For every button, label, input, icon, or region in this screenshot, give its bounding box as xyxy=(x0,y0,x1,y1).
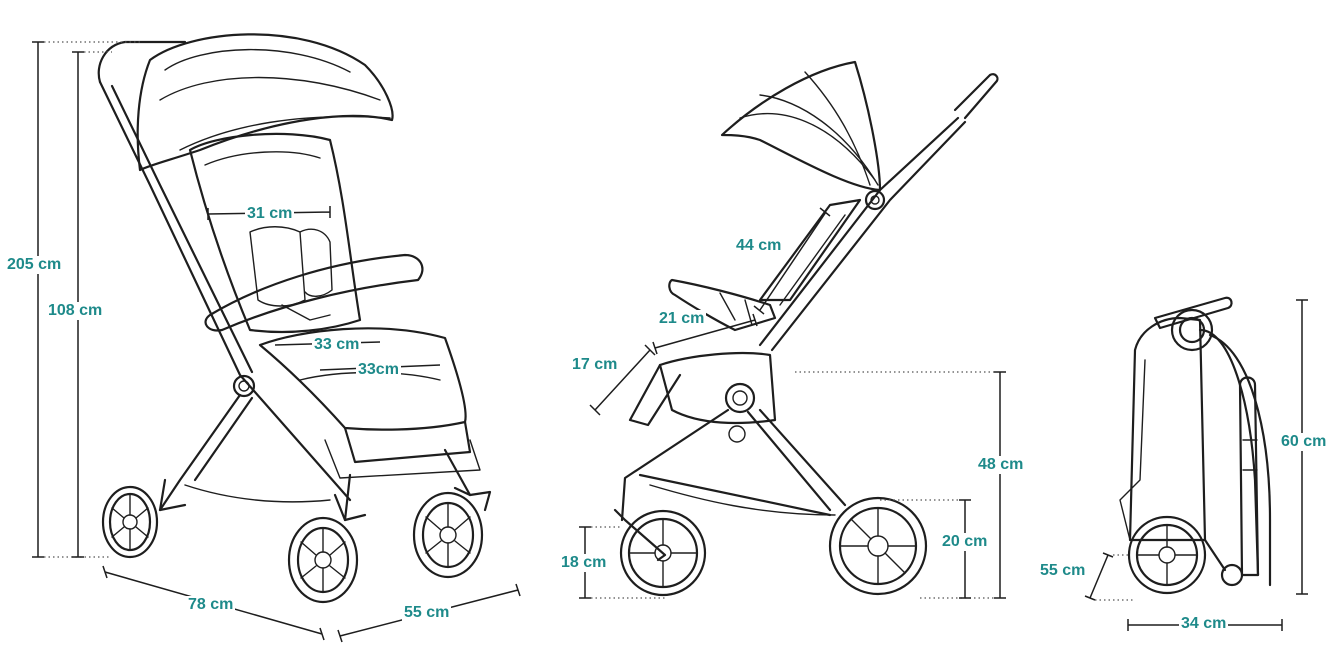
length-label: 78 cm xyxy=(186,596,236,614)
stroller-front-view xyxy=(32,33,521,643)
stroller-folded-view xyxy=(1084,296,1308,631)
handle-height-label: 108 cm xyxy=(46,302,105,320)
seat-height-label: 48 cm xyxy=(976,456,1026,474)
folded-width-label: 34 cm xyxy=(1179,615,1229,633)
overall-height-label: 205 cm xyxy=(5,256,64,274)
seat-width-upper-label: 31 cm xyxy=(245,205,295,223)
seat-width-lower-label: 33cm xyxy=(356,361,401,379)
footrest-label: 21 cm xyxy=(657,310,707,328)
seat-width-middle-label: 33 cm xyxy=(312,336,362,354)
width-label: 55 cm xyxy=(402,604,452,622)
leg-rest-label: 17 cm xyxy=(570,356,620,374)
stroller-side-view xyxy=(579,60,1006,599)
backrest-label: 44 cm xyxy=(734,237,784,255)
folded-height-label: 60 cm xyxy=(1279,433,1329,451)
folded-depth-label: 55 cm xyxy=(1038,562,1088,580)
rear-wheel-label: 20 cm xyxy=(940,533,990,551)
front-wheel-label: 18 cm xyxy=(559,554,609,572)
